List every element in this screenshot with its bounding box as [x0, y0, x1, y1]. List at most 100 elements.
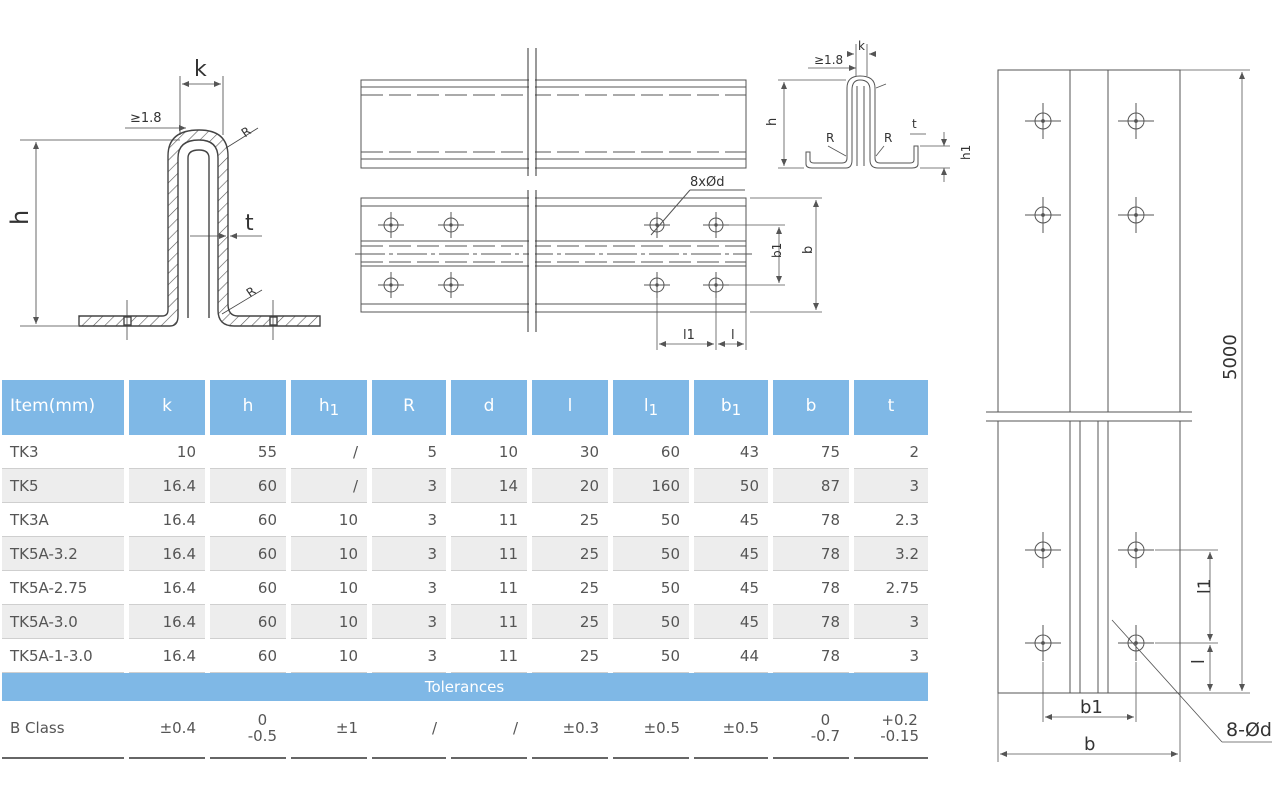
item-name-cell: TK3 — [2, 435, 124, 469]
header-k: k — [129, 380, 205, 435]
tolerance-cell: +0.2-0.15 — [854, 701, 928, 759]
value-cell: 10 — [291, 537, 367, 571]
small-h-label: h — [765, 118, 780, 126]
profile-r-label-bottom: R — [244, 284, 259, 300]
value-cell: 87 — [773, 469, 849, 503]
tolerance-cell: ±0.4 — [129, 701, 205, 759]
value-cell: / — [291, 435, 367, 469]
profile-section-drawing — [20, 76, 321, 340]
value-cell: 2.75 — [854, 571, 928, 605]
value-cell: 10 — [129, 435, 205, 469]
top-view-l1-label: l1 — [683, 328, 695, 343]
item-name-cell: TK5A-1-3.0 — [2, 639, 124, 673]
top-view-b-label: b — [801, 246, 816, 254]
small-t-label: t — [912, 117, 917, 131]
item-name-cell: TK5A-2.75 — [2, 571, 124, 605]
rail-top-view-holes — [378, 189, 822, 350]
tolerance-cell: / — [372, 701, 446, 759]
value-cell: 60 — [210, 605, 286, 639]
top-view-l-label: l — [731, 328, 735, 343]
value-cell: 3 — [372, 639, 446, 673]
tolerance-lower: -0.7 — [810, 727, 840, 745]
value-cell: 3 — [854, 605, 928, 639]
small-r-label-right: R — [884, 131, 892, 145]
tolerance-cell: ±0.5 — [613, 701, 689, 759]
long-l-label: l — [1189, 659, 1209, 664]
value-cell: 16.4 — [129, 537, 205, 571]
header-l: l — [532, 380, 608, 435]
value-cell: 60 — [210, 639, 286, 673]
header-t: t — [854, 380, 928, 435]
value-cell: 43 — [694, 435, 768, 469]
value-cell: 10 — [291, 605, 367, 639]
profile-h-label: h — [6, 210, 34, 225]
value-cell: 16.4 — [129, 469, 205, 503]
holes-small-label: 8xØd — [690, 175, 724, 190]
tolerance-cell: 0-0.7 — [773, 701, 849, 759]
value-cell: 16.4 — [129, 571, 205, 605]
value-cell: 60 — [210, 571, 286, 605]
tolerances-label: Tolerances — [2, 673, 928, 701]
small-k-label: k — [858, 39, 865, 53]
long-b1-label: b1 — [1080, 697, 1103, 718]
item-name-cell: TK5A-3.0 — [2, 605, 124, 639]
value-cell: 3 — [372, 503, 446, 537]
tolerance-upper: +0.2 — [881, 711, 918, 730]
value-cell: 2.3 — [854, 503, 928, 537]
tolerance-cell: / — [451, 701, 527, 759]
value-cell: 10 — [291, 639, 367, 673]
value-cell: 25 — [532, 639, 608, 673]
value-cell: 3 — [372, 571, 446, 605]
value-cell: 11 — [451, 537, 527, 571]
tolerance-upper: ±0.3 — [562, 719, 599, 738]
value-cell: 60 — [210, 537, 286, 571]
item-name-cell: TK5 — [2, 469, 124, 503]
long-l1-label: l1 — [1195, 578, 1215, 594]
value-cell: 11 — [451, 503, 527, 537]
tolerance-cell: ±0.3 — [532, 701, 608, 759]
profile-ge18-label: ≥1.8 — [130, 111, 162, 126]
item-name-cell: TK5A-3.2 — [2, 537, 124, 571]
value-cell: 30 — [532, 435, 608, 469]
tolerance-upper: ±0.5 — [722, 719, 759, 738]
value-cell: 2 — [854, 435, 928, 469]
value-cell: 45 — [694, 571, 768, 605]
value-cell: 16.4 — [129, 503, 205, 537]
value-cell: 25 — [532, 537, 608, 571]
value-cell: 75 — [773, 435, 849, 469]
small-ge18-label: ≥1.8 — [814, 53, 843, 67]
value-cell: 11 — [451, 639, 527, 673]
value-cell: 78 — [773, 537, 849, 571]
small-r-label-left: R — [826, 131, 834, 145]
value-cell: 3 — [854, 639, 928, 673]
technical-drawings: k ≥1.8 R R h t — [6, 39, 973, 350]
value-cell: 10 — [451, 435, 527, 469]
value-cell: 14 — [451, 469, 527, 503]
rail-top-view — [355, 190, 752, 332]
value-cell: 50 — [613, 571, 689, 605]
tolerance-upper: / — [512, 719, 518, 738]
value-cell: 25 — [532, 571, 608, 605]
header-d: d — [451, 380, 527, 435]
value-cell: 60 — [613, 435, 689, 469]
value-cell: 78 — [773, 605, 849, 639]
value-cell: 20 — [532, 469, 608, 503]
header-item: Item(mm) — [2, 380, 124, 435]
top-view-b1-label: b1 — [770, 243, 784, 258]
tolerance-cell: ±1 — [291, 701, 367, 759]
tolerances-row: Tolerances — [2, 673, 928, 701]
small-profile-drawing — [778, 44, 950, 182]
value-cell: 3 — [372, 537, 446, 571]
value-cell: 44 — [694, 639, 768, 673]
value-cell: 78 — [773, 571, 849, 605]
table-header-row: Item(mm) k h h1 R d l l1 b1 b t — [2, 380, 928, 435]
value-cell: 3 — [854, 469, 928, 503]
